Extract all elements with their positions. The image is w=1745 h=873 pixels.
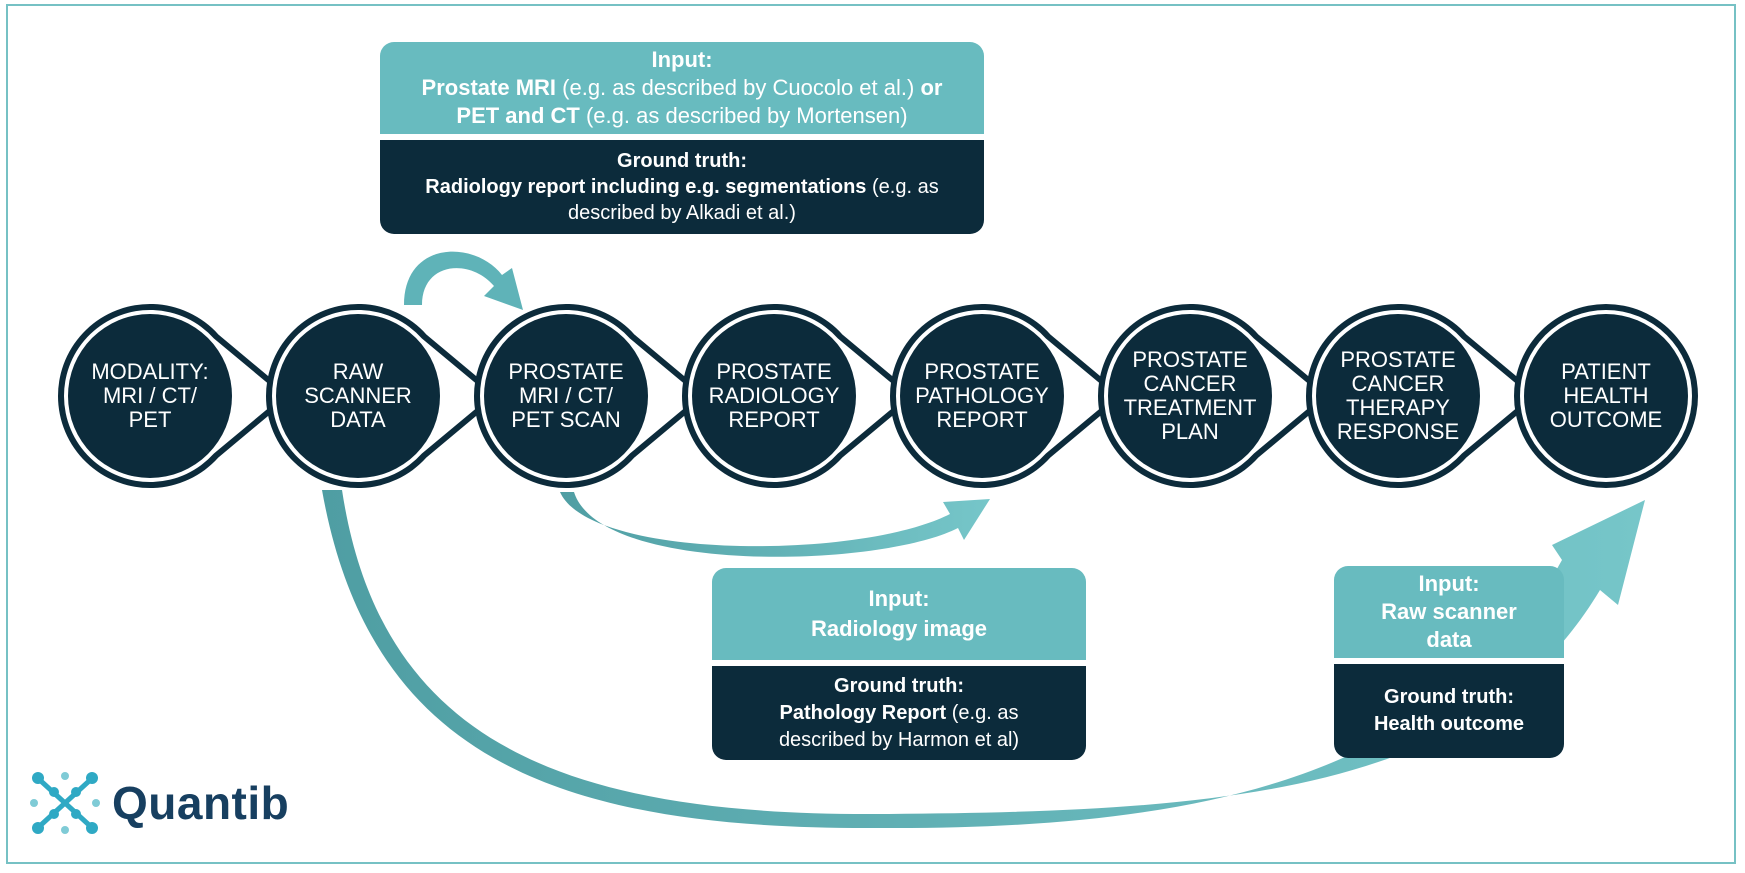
- process-node-label: MODALITY: MRI / CT/ PET: [91, 359, 209, 432]
- process-chain: [58, 304, 1698, 489]
- process-node: [1514, 304, 1698, 488]
- quantib-logo: Quantib: [30, 770, 289, 836]
- process-node: [890, 304, 1124, 488]
- process-node: [1098, 304, 1332, 488]
- input-text: Raw scanner data: [1381, 599, 1517, 652]
- process-node: [1306, 304, 1540, 488]
- groundtruth-heading: Ground truth:: [1384, 686, 1514, 708]
- diagram-frame: [6, 4, 1736, 864]
- input-line-1: Prostate MRI (e.g. as described by Cuoco…: [421, 75, 943, 100]
- quantib-logo-text: Quantib: [112, 777, 290, 829]
- input-heading: Input:: [868, 586, 930, 611]
- box-input-groundtruth-mri: Input: Prostate MRI (e.g. as described b…: [380, 42, 984, 234]
- box-separator: [1334, 658, 1564, 664]
- groundtruth-text: Pathology Report (e.g. as described by H…: [778, 701, 1020, 751]
- box-groundtruth-section: Ground truth: Radiology report including…: [380, 140, 984, 234]
- box-groundtruth-section: Ground truth: Pathology Report (e.g. as …: [712, 666, 1086, 760]
- process-node: [58, 304, 292, 489]
- box-separator: [380, 134, 984, 140]
- arrow-raw-to-scan: [404, 251, 523, 310]
- groundtruth-heading: Ground truth:: [834, 674, 964, 697]
- box-input-groundtruth-radiology: Input: Radiology image Ground truth: Pat…: [712, 568, 1086, 760]
- process-node-label: RAW SCANNER DATA: [304, 359, 412, 432]
- process-node: [266, 304, 500, 489]
- groundtruth-heading: Ground truth:: [617, 150, 747, 172]
- process-node-label: PROSTATE CANCER TREATMENT PLAN: [1123, 347, 1257, 444]
- box-input-section: Input: Prostate MRI (e.g. as described b…: [380, 42, 984, 134]
- groundtruth-text: Health outcome: [1373, 713, 1525, 735]
- groundtruth-text: Radiology report including e.g. segmenta…: [425, 176, 939, 224]
- process-node-label: PROSTATE PATHOLOGY REPORT: [915, 359, 1049, 432]
- process-node-label: PROSTATE CANCER THERAPY RESPONSE: [1336, 347, 1460, 444]
- box-groundtruth-section: Ground truth: Health outcome: [1334, 664, 1564, 758]
- process-node: [681, 304, 916, 488]
- input-line-2: PET and CT (e.g. as described by Mortens…: [456, 103, 908, 128]
- box-input-section: Input: Raw scanner data: [1334, 566, 1564, 658]
- arrow-scan-to-pathology: [560, 492, 990, 557]
- box-input-groundtruth-outcome: Input: Raw scanner data Ground truth: He…: [1334, 566, 1564, 758]
- box-input-section: Input: Radiology image: [712, 568, 1086, 660]
- process-node: [474, 304, 708, 488]
- input-text: Radiology image: [810, 616, 988, 641]
- quantib-logo-icon: [30, 772, 100, 834]
- process-node-label: PROSTATE RADIOLOGY REPORT: [708, 359, 840, 432]
- box-separator: [712, 660, 1086, 666]
- process-node-label: PROSTATE MRI / CT/ PET SCAN: [508, 359, 624, 432]
- input-heading: Input:: [1418, 571, 1480, 596]
- input-heading: Input:: [651, 47, 713, 72]
- process-node-label: PATIENT HEALTH OUTCOME: [1549, 359, 1663, 432]
